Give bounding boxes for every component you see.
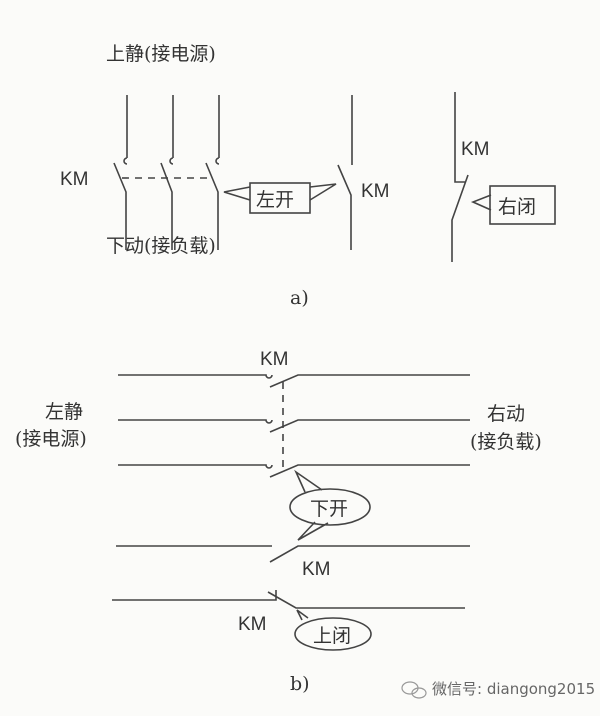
left-label: 左静 (45, 401, 83, 423)
wechat-icon (401, 681, 427, 699)
km-label: KM (238, 614, 267, 635)
caption-b: b) (290, 673, 310, 695)
three-pole-no-contact (113, 95, 220, 250)
callout-down-open: 下开 (289, 469, 371, 541)
figure-a: 上静(接电源) 下动(接负载) KM 左开 KM KM 右 (60, 43, 556, 309)
svg-text:上闭: 上闭 (313, 625, 351, 647)
right-sub-label: (接负载) (470, 431, 542, 453)
figure-b: KM 左静 (接电源) 右动 (接负载) 下开 KM KM 上闭 (15, 349, 542, 695)
km-label: KM (260, 349, 289, 370)
top-label: 上静(接电源) (106, 43, 216, 65)
svg-text:左开: 左开 (256, 189, 294, 211)
km-label: KM (361, 181, 390, 202)
left-sub-label: (接电源) (15, 428, 87, 450)
nc-contact-horizontal (112, 590, 465, 609)
three-pole-no-contact-horizontal (118, 374, 470, 478)
callout-up-closed: 上闭 (294, 609, 372, 651)
bottom-label: 下动(接负载) (106, 235, 216, 257)
km-label: KM (60, 169, 89, 190)
watermark-text: 微信号: diangong2015 (432, 680, 595, 698)
callout-right-closed: 右闭 (470, 185, 556, 225)
km-label: KM (302, 559, 331, 580)
right-label: 右动 (487, 403, 525, 425)
svg-text:下开: 下开 (310, 498, 348, 520)
nc-contact (451, 92, 469, 262)
watermark: 微信号: diangong2015 (401, 680, 595, 699)
svg-text:右闭: 右闭 (498, 196, 536, 218)
km-label: KM (461, 139, 490, 160)
caption-a: a) (290, 287, 309, 309)
callout-left-open: 左开 (223, 182, 337, 214)
no-contact-horizontal (116, 545, 470, 563)
single-no-contact (337, 95, 353, 250)
